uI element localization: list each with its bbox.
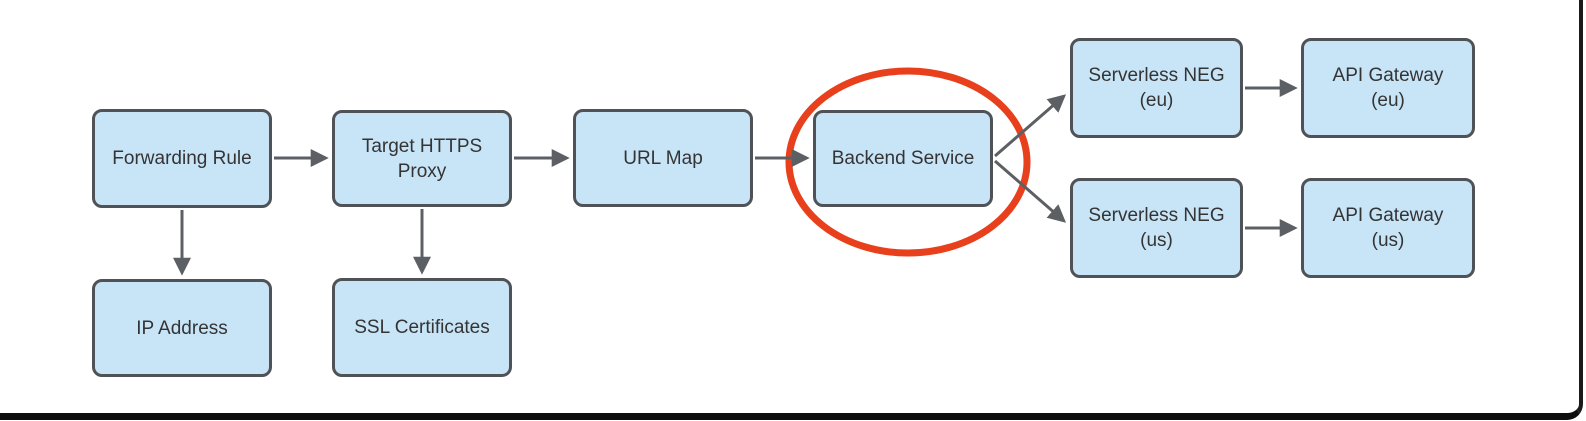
node-ssl-certificates: SSL Certificates [332, 278, 512, 377]
node-label: Target HTTPS [361, 135, 483, 157]
node-label: (eu) [1371, 90, 1405, 111]
node-label: (eu) [1139, 90, 1174, 111]
node-label: (us) [1140, 230, 1173, 251]
node-label: API Gateway [1332, 205, 1444, 226]
arrow-backend-service-to-serverless-neg-us [994, 159, 1067, 223]
node-ip-address: IP Address [92, 279, 272, 377]
node-forwarding-rule: Forwarding Rule [92, 109, 272, 208]
node-label: IP Address [136, 317, 228, 339]
node-label: URL Map [623, 147, 703, 169]
node-label: API Gateway [1332, 65, 1444, 86]
node-label: Serverless NEG [1088, 65, 1225, 86]
arrow-backend-service-to-serverless-neg-eu [994, 94, 1067, 158]
node-url-map: URL Map [573, 109, 753, 207]
node-backend-service: Backend Service [813, 110, 993, 207]
node-label: (us) [1371, 230, 1405, 251]
node-serverless-neg-eu: Serverless NEG (eu) [1070, 38, 1243, 138]
node-label: Proxy [397, 160, 447, 182]
node-api-gateway-eu: API Gateway (eu) [1301, 38, 1475, 138]
node-api-gateway-us: API Gateway (us) [1301, 178, 1475, 278]
node-target-https-proxy: Target HTTPS Proxy [332, 110, 512, 207]
node-label: Serverless NEG [1088, 205, 1225, 226]
node-serverless-neg-us: Serverless NEG (us) [1070, 178, 1243, 278]
node-label: Forwarding Rule [112, 148, 252, 169]
node-label: Backend Service [831, 148, 975, 169]
node-label: SSL Certificates [354, 317, 490, 338]
